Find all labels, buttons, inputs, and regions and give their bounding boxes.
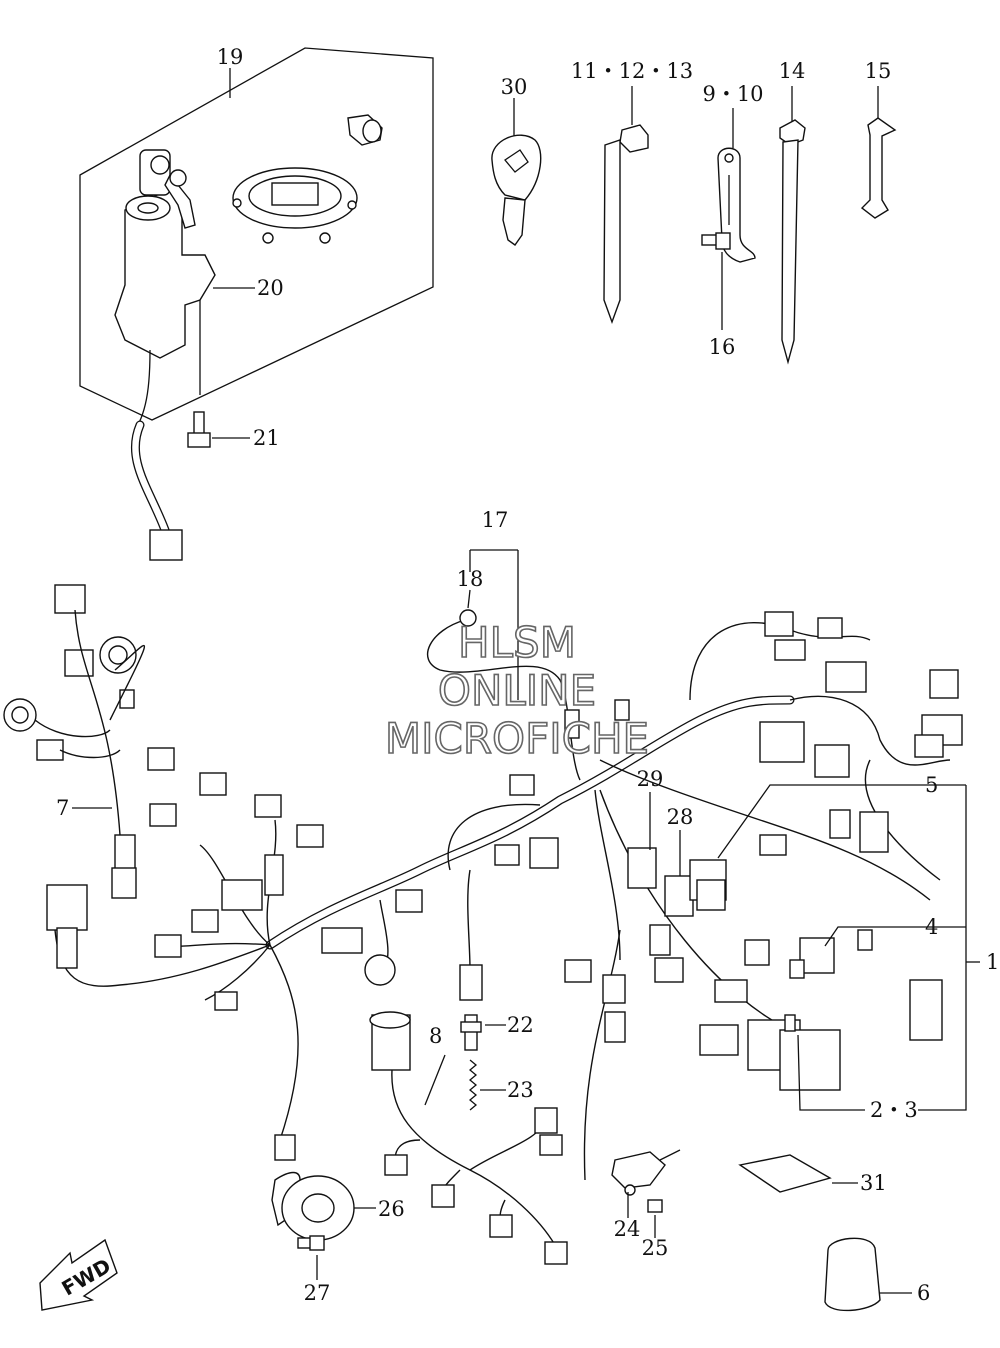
label-p2-3: 2・3 [870, 1098, 918, 1122]
label-p23: 23 [507, 1078, 534, 1102]
lock-set-group [79, 47, 434, 561]
label-p5: 5 [925, 773, 938, 797]
label-p28: 28 [667, 805, 694, 829]
bolt-21-part [187, 411, 211, 448]
label-p22: 22 [507, 1013, 534, 1037]
label-p27: 27 [304, 1281, 331, 1305]
seat-lock-part [347, 114, 383, 146]
label-p14: 14 [779, 59, 806, 83]
label-part-31 [738, 1154, 858, 1193]
label-p29: 29 [637, 767, 664, 791]
leader-lines [72, 784, 980, 1111]
cover-part-6 [824, 1237, 912, 1312]
bolt-16-part [701, 232, 731, 330]
label-p15: 15 [865, 59, 892, 83]
label-p4: 4 [925, 915, 938, 939]
label-p18: 18 [457, 567, 484, 591]
fwd-arrow: FWD [39, 1238, 118, 1311]
label-p11-12-13: 11・12・13 [571, 59, 693, 83]
ignition-switch-part [114, 149, 216, 431]
part-labels: 19 20 21 30 11・12・13 9・10 14 15 16 17 18… [56, 45, 999, 1305]
label-p6: 6 [917, 1281, 930, 1305]
label-p1: 1 [986, 950, 999, 974]
horn-part-26 [271, 1134, 376, 1241]
label-p16: 16 [709, 335, 736, 359]
watermark-line3: MICROFICHE [385, 714, 649, 763]
lead-17-18 [427, 549, 581, 781]
harness-connectors [3, 584, 963, 1091]
label-p21: 21 [253, 426, 280, 450]
label-p17: 17 [482, 508, 509, 532]
fuel-cap-part [232, 167, 358, 244]
label-p20: 20 [257, 276, 284, 300]
sub-harness-8 [369, 1011, 568, 1265]
bolt-27-part [297, 1235, 325, 1280]
label-p8: 8 [429, 1024, 442, 1048]
watermark: HLSM ONLINE MICROFICHE [384, 617, 650, 764]
label-p19: 19 [217, 45, 244, 69]
label-p26: 26 [378, 1197, 405, 1221]
watermark-line1: HLSM [458, 618, 576, 667]
watermark-line2: ONLINE [438, 666, 596, 715]
clip-part-15 [860, 86, 897, 219]
clamp-tie-part-11-12-13 [603, 86, 649, 325]
switch-22-spring-23 [460, 1014, 506, 1111]
switch-24-screw-25 [611, 1149, 681, 1238]
sub-harness-7 [34, 609, 146, 836]
cable-tie-part-14 [779, 86, 806, 365]
key-part-30 [491, 98, 542, 246]
main-harness [54, 622, 951, 1181]
label-p31: 31 [860, 1171, 887, 1195]
label-p25: 25 [642, 1236, 669, 1260]
label-p9-10: 9・10 [702, 82, 763, 106]
label-p24: 24 [614, 1217, 641, 1241]
lock-set-box [79, 47, 434, 421]
label-p30: 30 [501, 75, 528, 99]
label-p7: 7 [56, 796, 69, 820]
